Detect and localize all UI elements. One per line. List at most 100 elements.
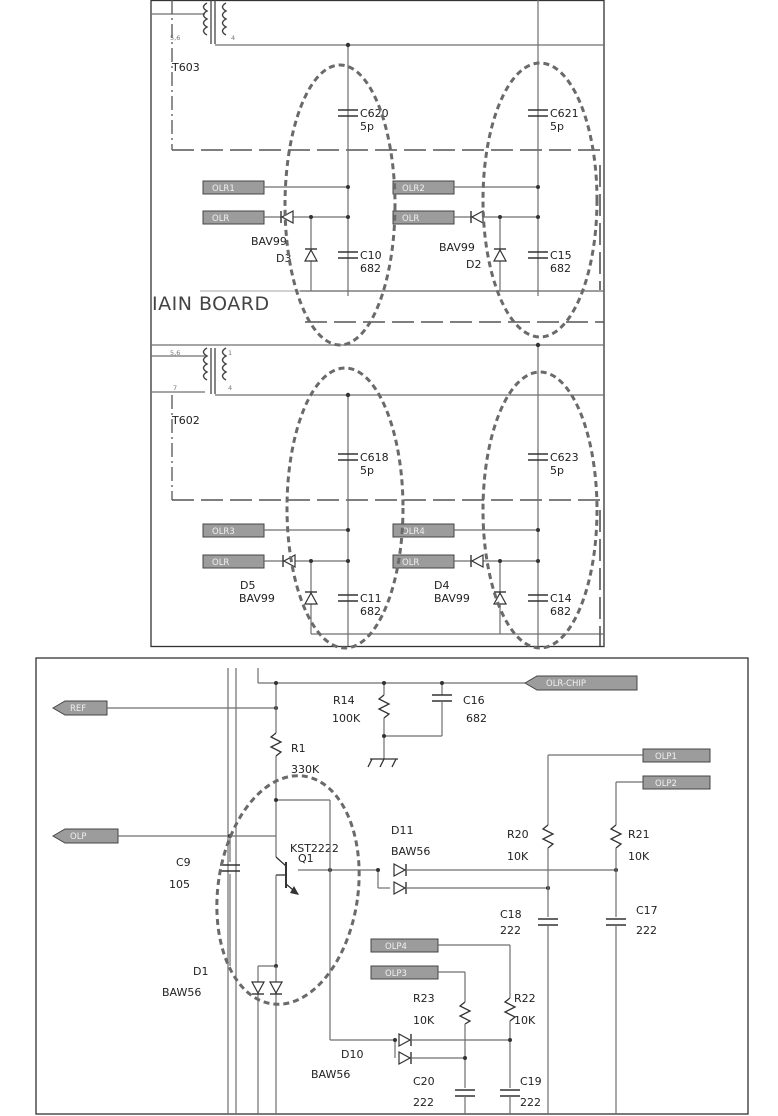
svg-text:OLP4: OLP4 [385, 942, 407, 952]
d11-ref: D11 [391, 824, 413, 837]
svg-text:OLR2: OLR2 [402, 184, 425, 194]
svg-text:OLP3: OLP3 [385, 969, 407, 979]
bottom-frame [35, 657, 749, 1115]
d10-ref: D10 [341, 1048, 363, 1061]
c18-value: 222 [500, 924, 521, 937]
r1-value: 330K [291, 763, 320, 776]
c15-ref: C15 [550, 249, 572, 262]
c14-ref: C14 [550, 592, 572, 605]
t602-tap-c: 7 [173, 384, 177, 392]
transformer-t603: 5,6 4 T603 [151, 0, 235, 74]
port-olp3: OLP3 [370, 965, 439, 980]
t603-tap-right: 4 [231, 34, 235, 42]
c621-ref: C621 [550, 107, 579, 120]
top-frame [150, 0, 605, 648]
r14-ref: R14 [333, 694, 355, 707]
svg-text:OLP1: OLP1 [655, 752, 677, 762]
c11-value: 682 [360, 605, 381, 618]
svg-text:OLP: OLP [70, 832, 87, 842]
c14-value: 682 [550, 605, 571, 618]
r14-value: 100K [332, 712, 361, 725]
c20-value: 222 [413, 1096, 434, 1109]
c16-value: 682 [466, 712, 487, 725]
d3-part: BAV99 [251, 235, 287, 248]
transistor-q1 [275, 856, 299, 966]
q1-part: KST2222 [290, 842, 339, 855]
port-olr1: OLR1 [202, 180, 265, 195]
svg-text:OLR4: OLR4 [402, 527, 425, 537]
highlight-oval-5 [215, 774, 361, 1006]
port-olr3: OLR3 [202, 523, 265, 538]
t602-tap-d: 4 [228, 384, 232, 392]
board-label: IAIN BOARD [152, 293, 270, 315]
c18-ref: C18 [500, 908, 522, 921]
port-olr-d: OLR [392, 554, 455, 569]
highlight-oval-4 [481, 370, 599, 650]
d2-part: BAV99 [439, 241, 475, 254]
t602-label: T602 [171, 414, 200, 427]
c10-ref: C10 [360, 249, 382, 262]
t603-tap-left: 5,6 [170, 34, 180, 42]
d5-part: BAV99 [239, 592, 275, 605]
r20-ref: R20 [507, 828, 529, 841]
t602-tap-b: 1 [228, 349, 232, 357]
highlight-oval-1 [283, 63, 397, 347]
t603-label: T603 [171, 61, 200, 74]
r21-ref: R21 [628, 828, 650, 841]
c623-ref: C623 [550, 451, 579, 464]
c11-ref: C11 [360, 592, 382, 605]
d1-part: BAW56 [162, 986, 201, 999]
c19-value: 222 [520, 1096, 541, 1109]
port-olr-c: OLR [202, 554, 265, 569]
bottom-schematic: OLR-CHIP REF R14 100K C16 682 [35, 657, 749, 1115]
svg-text:OLR1: OLR1 [212, 184, 235, 194]
r20-value: 10K [507, 850, 529, 863]
port-olr-chip: OLR-CHIP [524, 675, 638, 691]
c17-value: 222 [636, 924, 657, 937]
port-olr2: OLR2 [392, 180, 455, 195]
svg-text:REF: REF [70, 704, 86, 714]
port-olp: OLP [52, 828, 119, 844]
port-ref: REF [52, 700, 108, 716]
c621-value: 5p [550, 120, 564, 133]
svg-text:OLR: OLR [212, 214, 229, 224]
c20-ref: C20 [413, 1075, 435, 1088]
d2-ref: D2 [466, 258, 481, 271]
port-olp4: OLP4 [370, 938, 439, 953]
r23-value: 10K [413, 1014, 435, 1027]
port-olr4: OLR4 [392, 523, 455, 538]
c618-value: 5p [360, 464, 374, 477]
r1-ref: R1 [291, 742, 306, 755]
svg-text:OLR-CHIP: OLR-CHIP [546, 679, 586, 689]
port-olr-a: OLR [202, 210, 265, 225]
port-olp2: OLP2 [642, 775, 711, 790]
svg-text:OLR: OLR [402, 214, 419, 224]
svg-text:OLR: OLR [212, 558, 229, 568]
d10-part: BAW56 [311, 1068, 350, 1081]
r21-value: 10K [628, 850, 650, 863]
t602-tap-a: 5,6 [170, 349, 180, 357]
d1-ref: D1 [193, 965, 208, 978]
c17-ref: C17 [636, 904, 658, 917]
port-olp1: OLP1 [642, 748, 711, 763]
d11-part: BAW56 [391, 845, 430, 858]
svg-text:OLP2: OLP2 [655, 779, 677, 789]
c15-value: 682 [550, 262, 571, 275]
highlight-oval-3 [285, 366, 405, 650]
c10-value: 682 [360, 262, 381, 275]
r22-ref: R22 [514, 992, 536, 1005]
c623-value: 5p [550, 464, 564, 477]
c9-value: 105 [169, 878, 190, 891]
transformer-t602: 5,6 1 7 4 T602 [151, 347, 232, 427]
svg-text:OLR: OLR [402, 558, 419, 568]
r23-ref: R23 [413, 992, 435, 1005]
top-schematic: 5,6 4 T603 C620 5p C621 5p OLR1 OLR [150, 0, 605, 650]
d5-ref: D5 [240, 579, 255, 592]
c618-ref: C618 [360, 451, 389, 464]
q1-ref: Q1 [298, 852, 314, 865]
c620-value: 5p [360, 120, 374, 133]
port-olr-b: OLR [392, 210, 455, 225]
svg-text:OLR3: OLR3 [212, 527, 235, 537]
c19-ref: C19 [520, 1075, 542, 1088]
